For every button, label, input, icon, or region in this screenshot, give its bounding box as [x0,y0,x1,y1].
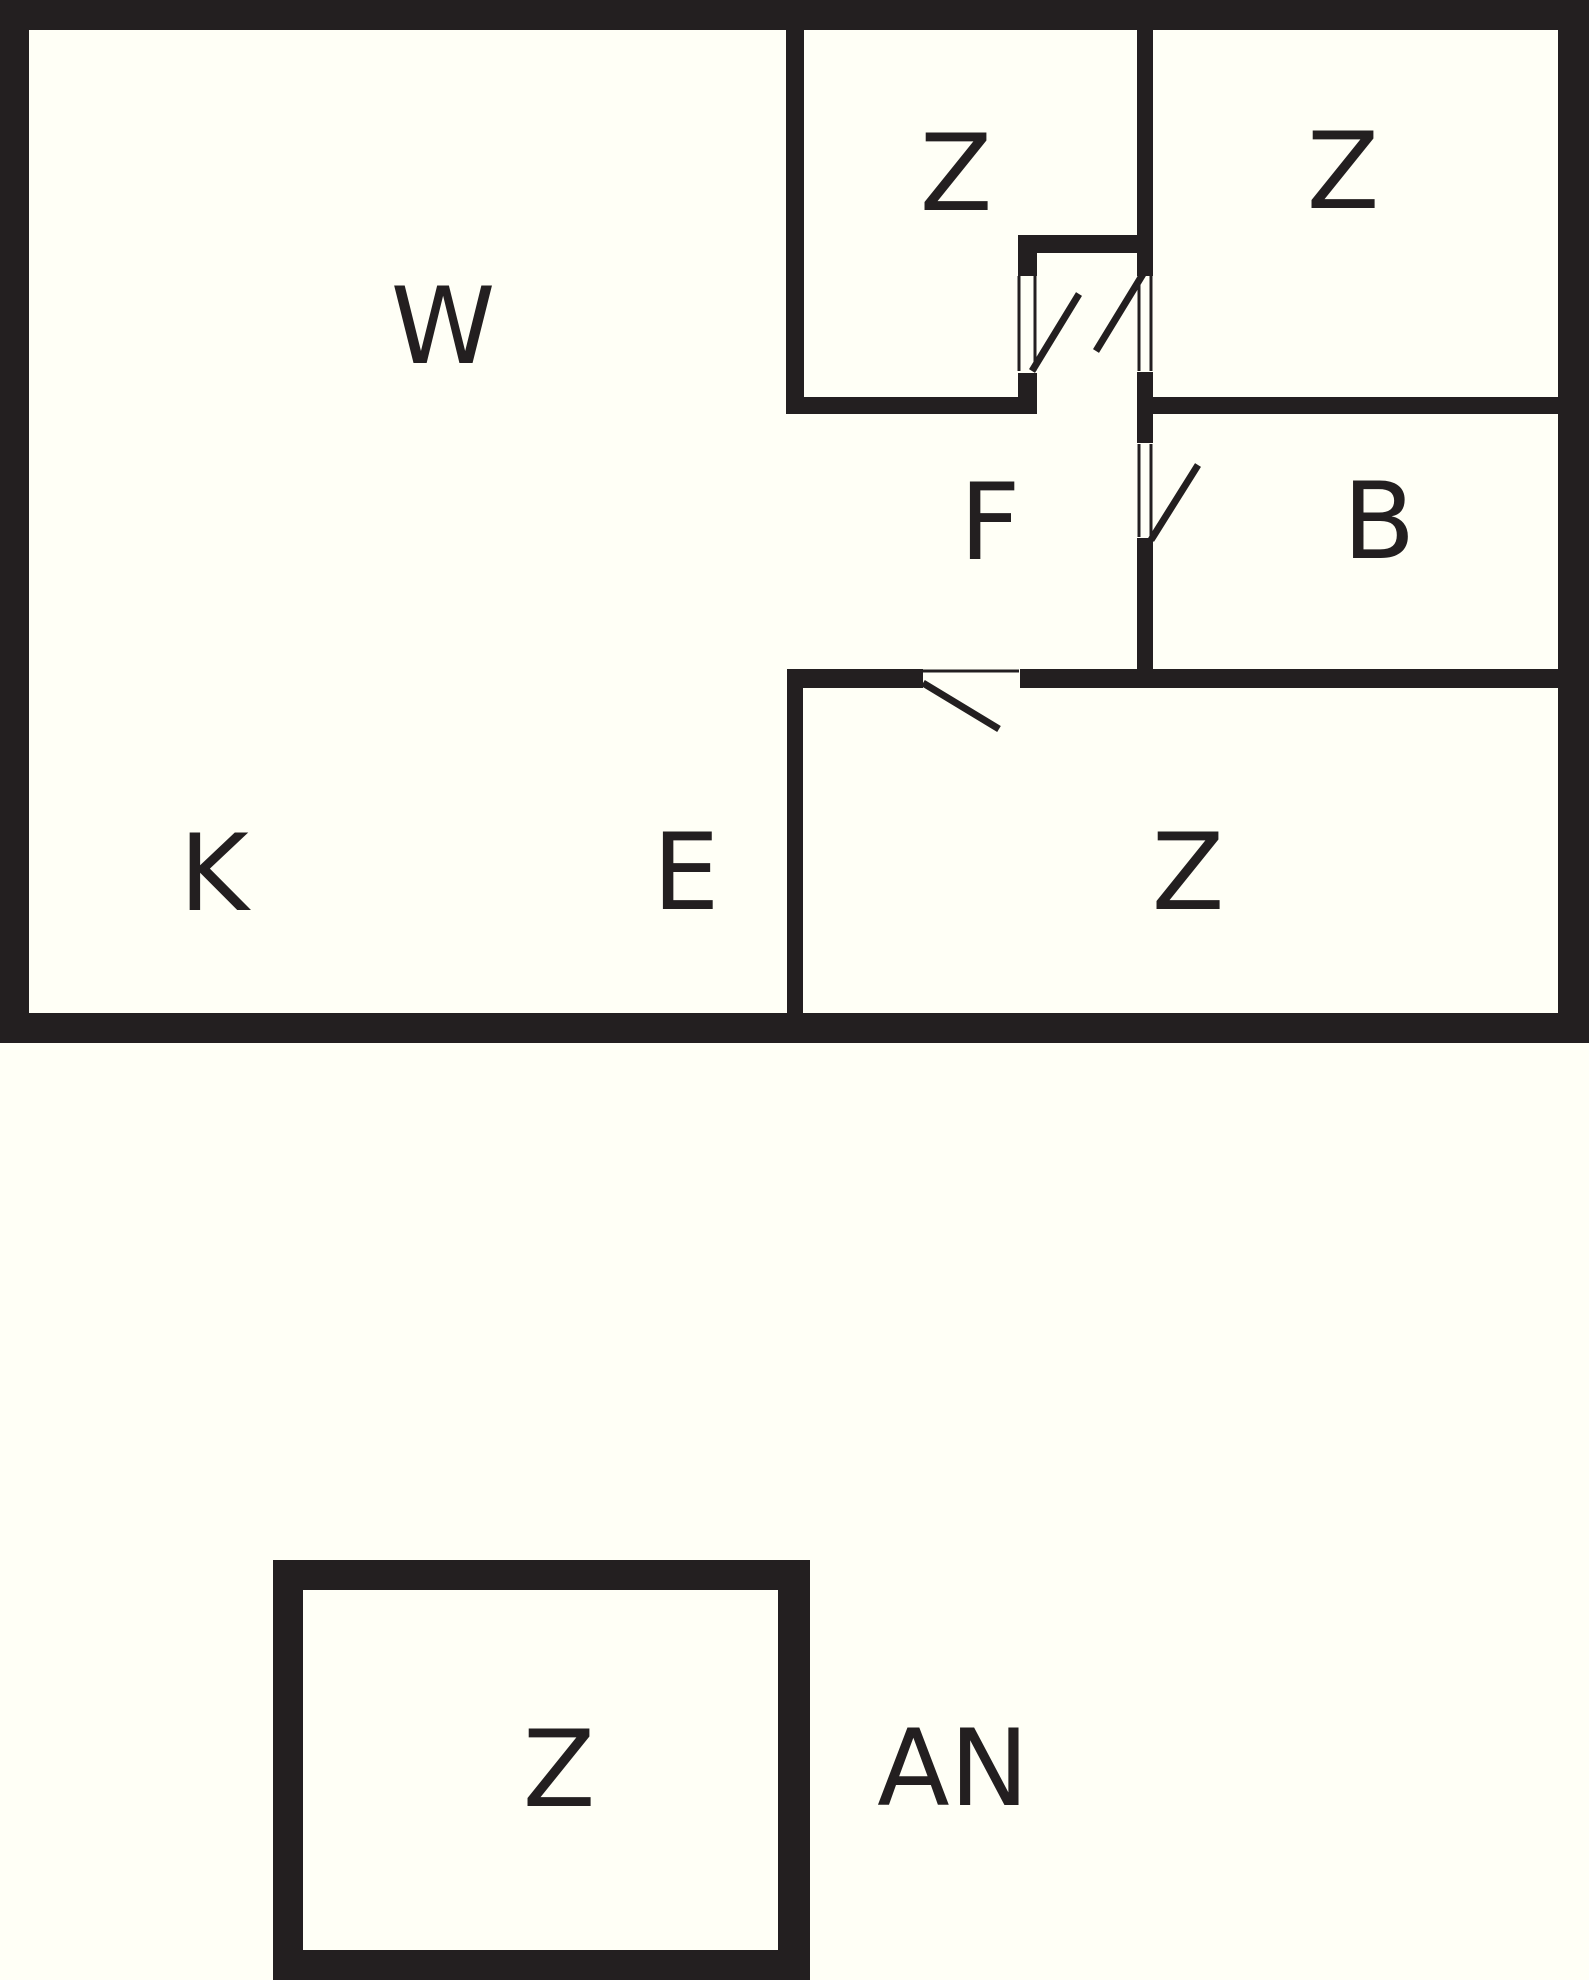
room-k-label: K [179,812,249,935]
room-z1-label: Z [919,112,993,235]
wall-main-outer-bottom [0,1013,1589,1043]
wall-z2-bottom [1153,397,1589,414]
wall-z3-top-left [787,669,923,688]
room-w-label: W [390,265,496,388]
wall-z1-door-stub-lower [1018,373,1037,399]
room-z2-label: Z [1306,110,1380,233]
annex-room-z-label: Z [522,1708,596,1831]
room-z3-label: Z [1151,811,1225,934]
door-z2-hall-line [1093,272,1146,353]
room-e-label: E [652,811,720,934]
wall-z1-bottom-right [1018,235,1153,253]
wall-z1-z2-divider-lower [1137,538,1153,669]
wall-b-bottom [1020,669,1558,688]
wall-w-z1-divider [786,30,804,414]
wall-annex-outer-bottom [273,1950,810,1980]
door-z1-hall-line [1029,292,1082,373]
wall-main-outer-right [1558,0,1589,1043]
annex-caption-label: AN [877,1707,1029,1830]
wall-z1-z2-divider-mid [1137,372,1153,443]
wall-z1-door-stub-upper [1018,253,1037,276]
room-f-label: F [959,461,1021,584]
wall-annex-outer-right [778,1560,810,1980]
wall-annex-outer-top [273,1560,810,1590]
room-b-label: B [1342,460,1416,583]
wall-e-z3-divider [787,669,803,1013]
wall-z1-z2-divider-upper [1137,30,1153,276]
door-b-hall-line [1148,463,1201,542]
wall-annex-outer-left [273,1560,303,1980]
wall-main-outer-top [0,0,1589,30]
wall-main-outer-left [0,0,29,1043]
wall-z1-bottom-left [786,397,1037,414]
door-z3-hall-line [921,680,1001,732]
